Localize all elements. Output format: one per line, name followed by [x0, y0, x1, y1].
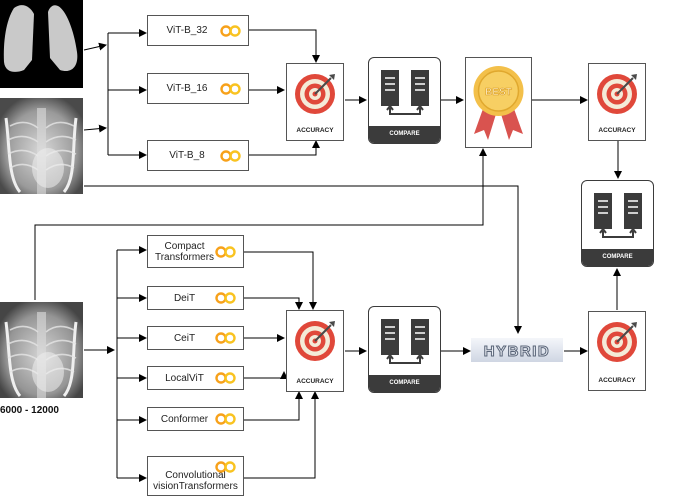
colab-logo-icon	[215, 332, 237, 344]
model-label: ViT-B_16	[166, 83, 208, 94]
chest-xray-image-bottom	[0, 302, 83, 398]
model-box-vit-b32: ViT-B_32	[147, 15, 249, 46]
model-box-conformer: Conformer	[147, 407, 244, 431]
dataset-range-label: 6000 - 12000	[0, 405, 59, 416]
lung-mask-image	[0, 0, 83, 88]
model-label: Conformer	[160, 413, 209, 425]
colab-logo-icon	[215, 372, 237, 384]
best-text: BEST	[485, 87, 512, 98]
colab-logo-icon	[220, 24, 242, 37]
accuracy-label: ACCURACY	[598, 127, 636, 134]
hybrid-text: HYBRID	[484, 343, 551, 360]
accuracy-label: ACCURACY	[598, 377, 636, 384]
chest-xray-image-top	[0, 98, 83, 194]
model-label: Compact Transformers	[154, 240, 215, 263]
compare-label: COMPARE	[369, 375, 440, 392]
model-box-convolutional-vision-transformers: Convolutional visionTransformers	[147, 456, 244, 496]
hybrid-logo: HYBRID	[471, 336, 563, 364]
colab-logo-icon	[220, 149, 242, 162]
accuracy-box-best: ACCURACY	[588, 63, 646, 141]
accuracy-box-transformers: ACCURACY	[286, 310, 344, 392]
colab-logo-icon	[215, 461, 237, 473]
accuracy-label: ACCURACY	[296, 378, 334, 385]
model-box-vit-b16: ViT-B_16	[147, 73, 249, 104]
best-box: BEST	[465, 57, 532, 148]
model-box-localvit: LocalViT	[147, 366, 244, 390]
server-compare-icon	[593, 193, 642, 238]
target-icon	[295, 74, 335, 114]
compare-label: COMPARE	[369, 126, 440, 143]
server-compare-icon	[380, 319, 429, 364]
server-compare-icon	[380, 70, 429, 115]
best-medal-icon: BEST	[473, 66, 524, 140]
target-icon	[597, 74, 637, 114]
compare-box-vit: COMPARE	[368, 57, 441, 144]
colab-logo-icon	[215, 245, 237, 258]
model-label: LocalViT	[165, 372, 204, 384]
target-icon	[295, 321, 335, 361]
model-label: CeiT	[173, 332, 196, 344]
model-label: DeiT	[173, 292, 196, 304]
model-label: ViT-B_32	[166, 25, 208, 36]
target-icon	[597, 322, 637, 362]
accuracy-label: ACCURACY	[296, 127, 334, 134]
colab-logo-icon	[215, 413, 237, 425]
compare-box-final: COMPARE	[581, 180, 654, 267]
accuracy-box-vit: ACCURACY	[286, 63, 344, 141]
model-box-ceit: CeiT	[147, 326, 244, 350]
model-box-compact-transformers: Compact Transformers	[147, 235, 244, 268]
model-box-vit-b8: ViT-B_8	[147, 140, 249, 171]
compare-box-transformers: COMPARE	[368, 306, 441, 393]
colab-logo-icon	[220, 82, 242, 95]
accuracy-box-hybrid: ACCURACY	[588, 311, 646, 391]
colab-logo-icon	[215, 292, 237, 304]
compare-label: COMPARE	[582, 249, 653, 266]
model-label: Convolutional visionTransformers	[153, 470, 238, 492]
model-box-deit: DeiT	[147, 286, 244, 310]
model-label: ViT-B_8	[169, 150, 205, 161]
